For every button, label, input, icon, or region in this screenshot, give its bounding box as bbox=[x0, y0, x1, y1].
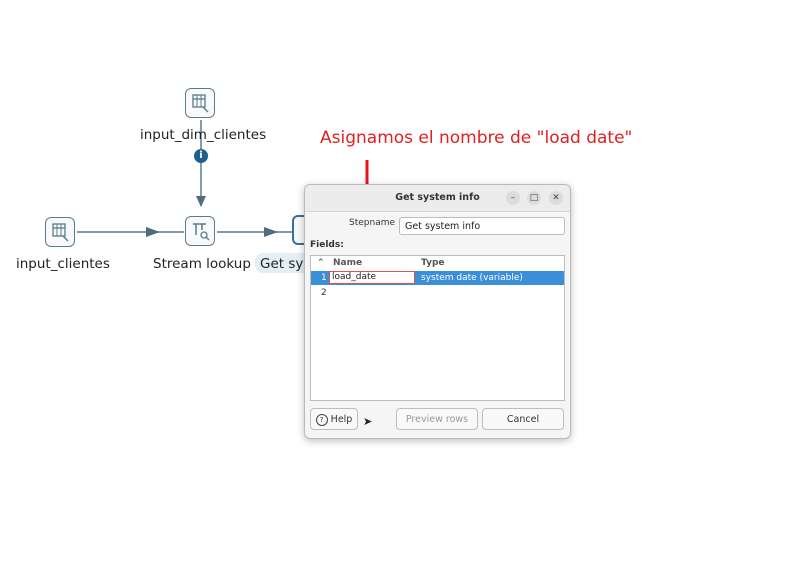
table-row[interactable]: 1 load_date system date (variable) bbox=[311, 271, 564, 285]
close-icon[interactable]: ✕ bbox=[549, 191, 563, 205]
hop-arrowhead bbox=[196, 196, 206, 207]
maximize-icon[interactable]: □ bbox=[527, 191, 541, 205]
hop-arrowhead bbox=[264, 227, 278, 237]
fields-label: Fields: bbox=[310, 240, 344, 250]
help-button[interactable]: ? Help bbox=[310, 408, 358, 430]
step-label-stream-lookup: Stream lookup bbox=[153, 256, 251, 272]
annotation-text: Asignamos el nombre de "load date" bbox=[320, 128, 633, 148]
minimize-icon[interactable]: – bbox=[506, 191, 520, 205]
help-icon: ? bbox=[315, 413, 328, 426]
stepname-label: Stepname bbox=[349, 218, 396, 228]
fields-table: ⌃ Name Type 1 load_date system date (var… bbox=[310, 255, 565, 401]
info-icon[interactable]: i bbox=[194, 149, 208, 163]
row-number: 1 bbox=[321, 273, 327, 283]
sort-icon[interactable]: ⌃ bbox=[317, 258, 325, 268]
selected-step-highlight bbox=[255, 253, 315, 273]
column-header-name[interactable]: Name bbox=[333, 258, 363, 268]
step-label-get-system-info: Get sys bbox=[260, 256, 311, 272]
type-cell[interactable]: system date (variable) bbox=[421, 273, 523, 283]
help-label: Help bbox=[330, 414, 353, 425]
row-number: 2 bbox=[321, 288, 327, 298]
mouse-cursor-icon: ➤ bbox=[363, 415, 373, 428]
step-label-input-clientes: input_clientes bbox=[16, 256, 110, 272]
table-input-icon[interactable] bbox=[45, 217, 75, 247]
hop-arrowhead bbox=[146, 227, 160, 237]
stepname-input[interactable]: Get system info bbox=[399, 217, 565, 235]
step-label-input-dim-clientes: input_dim_clientes bbox=[140, 127, 267, 143]
column-header-type[interactable]: Type bbox=[421, 258, 445, 268]
table-row[interactable]: 2 bbox=[311, 286, 564, 300]
stream-lookup-icon[interactable] bbox=[185, 216, 215, 246]
name-cell-editor[interactable]: load_date bbox=[329, 271, 415, 284]
dialog-titlebar[interactable]: Get system info – □ ✕ bbox=[305, 185, 570, 212]
table-input-icon[interactable] bbox=[185, 88, 215, 118]
cancel-button[interactable]: Cancel bbox=[482, 408, 564, 430]
dialog-title: Get system info bbox=[395, 192, 480, 203]
preview-rows-button[interactable]: Preview rows bbox=[396, 408, 478, 430]
get-system-info-dialog: Get system info – □ ✕ Stepname Get syste… bbox=[304, 184, 571, 439]
